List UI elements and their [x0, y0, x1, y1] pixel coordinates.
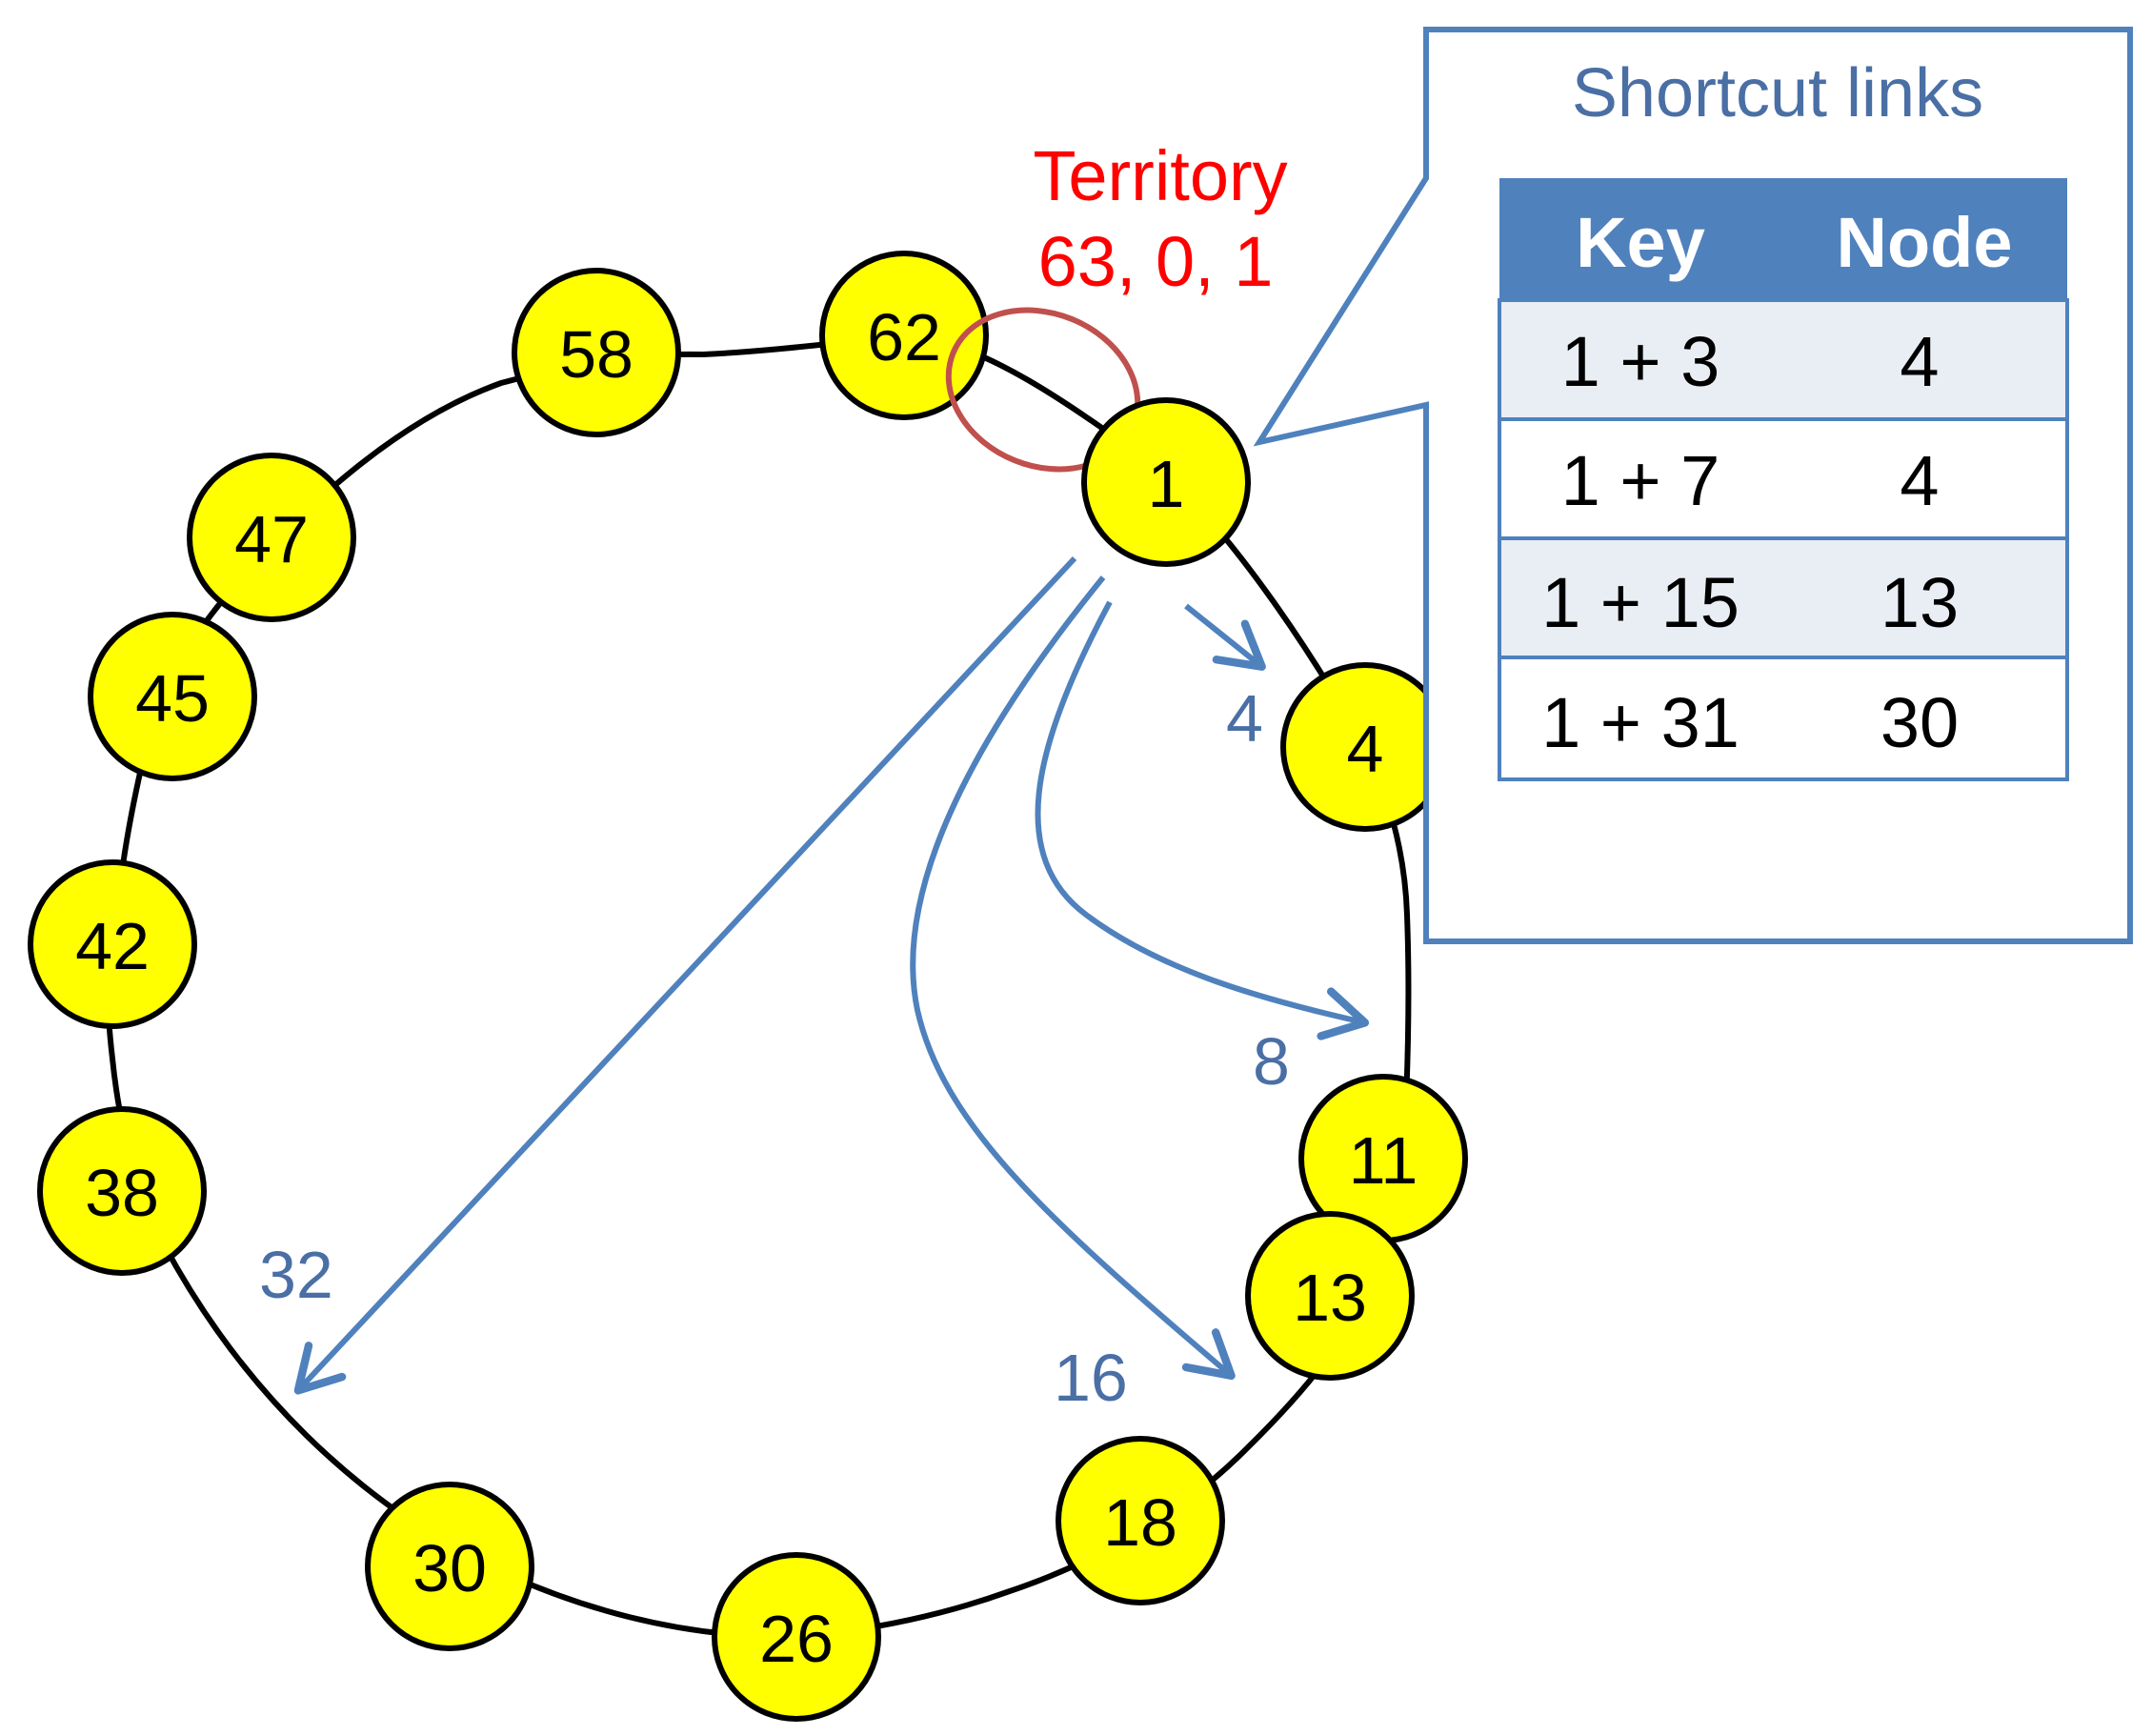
table-header-key: Key: [1576, 203, 1705, 282]
node-label-1: 1: [1148, 447, 1185, 521]
node-circle-30: [365, 1482, 534, 1651]
node-circle-45: [88, 612, 257, 781]
ring-node: 1: [1081, 397, 1251, 567]
hop-label-4: 4: [1226, 681, 1263, 756]
shortcut-table: Key Node 1 + 3 4 1 + 7 4 1 + 15 13 1 + 3…: [1498, 178, 2069, 781]
table-cell-key: 1 + 7: [1561, 441, 1720, 520]
table-header-row: [1499, 178, 2067, 300]
node-circle-47: [187, 453, 356, 622]
ring-node: 11: [1298, 1074, 1468, 1243]
node-label-30: 30: [412, 1531, 487, 1605]
ring-node: 26: [712, 1552, 881, 1722]
node-circle-1: [1081, 397, 1251, 567]
table-row-bg: [1498, 417, 2069, 540]
ring-node: 13: [1245, 1211, 1415, 1381]
ring-node: 42: [28, 859, 197, 1029]
table-cell-node: 30: [1880, 683, 1959, 762]
ring-node: 47: [187, 453, 356, 622]
node-circle-62: [819, 251, 989, 420]
table-cell-key: 1 + 15: [1541, 563, 1740, 642]
node-label-13: 13: [1293, 1261, 1367, 1335]
ring-node: 58: [512, 268, 681, 437]
table-cell-node: 4: [1900, 441, 1939, 520]
shortcut-links-callout: Shortcut links Key Node 1 + 3 4 1 + 7 4 …: [1253, 27, 2133, 944]
node-label-62: 62: [867, 300, 941, 374]
node-label-45: 45: [135, 661, 210, 736]
node-label-58: 58: [559, 317, 634, 392]
table-cell-key: 1 + 3: [1561, 322, 1720, 401]
shortcut-arrow-4: [1184, 603, 1266, 671]
shortcut-arrow-32: [293, 555, 1077, 1395]
node-circle-13: [1245, 1211, 1415, 1381]
node-circle-26: [712, 1552, 881, 1722]
hop-label-16: 16: [1054, 1341, 1128, 1415]
ring-node: 4: [1280, 662, 1450, 832]
node-label-18: 18: [1103, 1485, 1177, 1560]
table-row-bg: [1498, 536, 2069, 659]
node-label-11: 11: [1349, 1123, 1418, 1198]
shortcut-arrow-16: [910, 575, 1236, 1381]
node-circle-38: [37, 1106, 207, 1276]
ring-node: 62: [819, 251, 989, 420]
ring-node: 38: [37, 1106, 207, 1276]
table-cell-key: 1 + 31: [1541, 683, 1740, 762]
territory-range: 63, 0, 1: [1038, 222, 1274, 301]
table-cell-node: 4: [1900, 322, 1939, 401]
node-circle-18: [1056, 1436, 1225, 1605]
table-row-bg: [1498, 298, 2069, 421]
table-row-bg: [1498, 656, 2069, 781]
ring-node: 18: [1056, 1436, 1225, 1605]
table-header-node: Node: [1837, 203, 2013, 282]
node-circle-42: [28, 859, 197, 1029]
node-label-38: 38: [85, 1156, 159, 1230]
hop-label-32: 32: [259, 1238, 333, 1312]
shortcut-arrow-8: [1035, 600, 1370, 1040]
node-label-4: 4: [1347, 712, 1384, 786]
table-cell-node: 13: [1880, 563, 1959, 642]
node-label-47: 47: [234, 502, 309, 576]
node-label-42: 42: [75, 909, 150, 983]
hop-label-8: 8: [1253, 1024, 1290, 1099]
node-circle-58: [512, 268, 681, 437]
territory-title: Territory: [1033, 136, 1287, 215]
ring-node: 45: [88, 612, 257, 781]
ring-node: 30: [365, 1482, 534, 1651]
node-label-26: 26: [759, 1602, 834, 1676]
callout-title: Shortcut links: [1572, 55, 1983, 131]
